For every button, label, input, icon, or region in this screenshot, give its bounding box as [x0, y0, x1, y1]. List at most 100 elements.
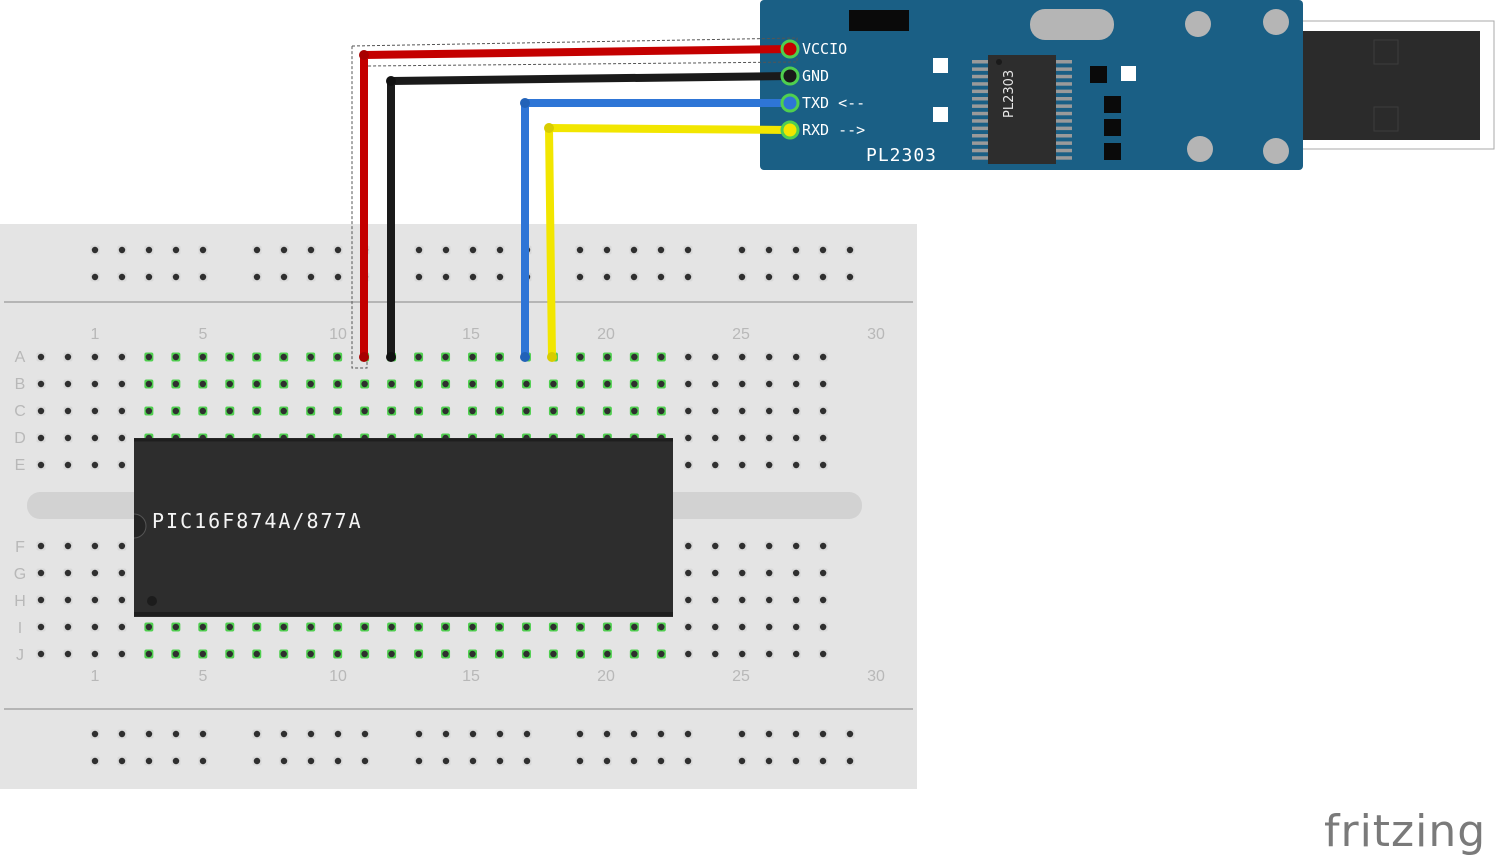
- row-label-e: E: [15, 457, 26, 474]
- hole-center: [442, 623, 449, 631]
- hole-center: [361, 757, 369, 765]
- hole-center: [684, 273, 692, 281]
- hole-center: [496, 246, 504, 254]
- chip-notch: [133, 513, 147, 539]
- hole-center: [685, 461, 692, 469]
- hole-center: [334, 623, 341, 631]
- hole-center: [630, 730, 638, 738]
- hole-center: [118, 407, 126, 415]
- hole-center: [442, 380, 449, 388]
- wire-bend: [386, 76, 396, 86]
- pin-gnd[interactable]: [780, 66, 800, 86]
- hole-center: [604, 380, 611, 388]
- col-label-5: 5: [199, 326, 208, 343]
- hole-center: [91, 596, 99, 604]
- ic-pin: [972, 97, 989, 101]
- hole-center: [496, 757, 504, 765]
- row-label-c: C: [14, 403, 26, 420]
- hole-center: [361, 623, 368, 631]
- hole-center: [145, 353, 153, 361]
- hole-center: [630, 273, 638, 281]
- hole-center: [64, 569, 72, 577]
- hole-center: [334, 380, 341, 388]
- hole-center: [199, 623, 207, 631]
- hole-center: [172, 353, 180, 361]
- hole-center: [739, 650, 746, 658]
- hole-center: [334, 757, 342, 765]
- col-label-25: 25: [732, 326, 750, 343]
- hole-center: [765, 623, 773, 631]
- hole-center: [145, 623, 153, 631]
- hole-center: [765, 380, 773, 388]
- hole-center: [523, 380, 530, 388]
- hole-center: [819, 730, 827, 738]
- hole-center: [792, 569, 800, 577]
- hole-center: [253, 380, 260, 388]
- hole-center: [280, 273, 288, 281]
- hole-center: [792, 380, 800, 388]
- row-label-h: H: [14, 593, 26, 610]
- hole-center: [792, 596, 800, 604]
- hole-center: [603, 246, 611, 254]
- ic-pin: [1055, 119, 1072, 123]
- hole-center: [631, 353, 638, 361]
- hole-center: [442, 246, 450, 254]
- hole-center: [658, 407, 665, 415]
- pin-rxd[interactable]: [780, 120, 800, 140]
- hole-center: [469, 650, 476, 658]
- row-label-f: F: [15, 539, 25, 556]
- hole-center: [765, 353, 773, 361]
- ic-pin: [1055, 134, 1072, 138]
- hole-center: [91, 434, 99, 442]
- hole-center: [253, 407, 260, 415]
- hole-center: [118, 730, 126, 738]
- hole-center: [604, 650, 611, 658]
- hole-center: [91, 650, 99, 658]
- ic-pin: [972, 82, 989, 86]
- hole-center: [630, 757, 638, 765]
- pic-chip[interactable]: PIC16F874A/877A: [133, 438, 673, 617]
- hole-center: [469, 407, 476, 415]
- hole-center: [442, 757, 450, 765]
- hole-center: [388, 407, 395, 415]
- col-label-5: 5: [199, 668, 208, 685]
- row-label-j: J: [16, 647, 24, 664]
- hole-center: [469, 380, 476, 388]
- wire-end: [386, 352, 396, 362]
- hole-center: [91, 757, 99, 765]
- hole-center: [496, 273, 504, 281]
- hole-center: [712, 407, 719, 415]
- hole-center: [739, 569, 746, 577]
- hole-center: [64, 353, 72, 361]
- hole-center: [64, 623, 72, 631]
- col-label-1: 1: [91, 326, 100, 343]
- hole-center: [118, 757, 126, 765]
- hole-center: [738, 757, 746, 765]
- hole-center: [685, 380, 692, 388]
- hole-center: [819, 273, 827, 281]
- hole-center: [388, 650, 395, 658]
- pin-vccio[interactable]: [780, 39, 800, 59]
- row-label-a: A: [15, 349, 26, 366]
- hole-center: [685, 542, 692, 550]
- hole-center: [496, 730, 504, 738]
- hole-center: [145, 407, 153, 415]
- ic-pin: [972, 67, 989, 71]
- hole-center: [37, 542, 45, 550]
- hole-center: [415, 730, 423, 738]
- hole-center: [280, 757, 288, 765]
- hole-center: [792, 461, 800, 469]
- wire-bend: [544, 123, 554, 133]
- hole-center: [792, 542, 800, 550]
- hole-center: [765, 757, 773, 765]
- hole-center: [37, 461, 45, 469]
- hole-center: [712, 353, 719, 361]
- pl2303-module[interactable]: PL2303 PL2303 VCCIO GND TXD <-- RXD -->: [760, 0, 1495, 170]
- hole-center: [819, 650, 827, 658]
- ic-pin: [972, 126, 989, 131]
- hole-center: [172, 650, 180, 658]
- hole-center: [118, 273, 126, 281]
- crystal: [1030, 9, 1114, 40]
- pin-txd[interactable]: [780, 93, 800, 113]
